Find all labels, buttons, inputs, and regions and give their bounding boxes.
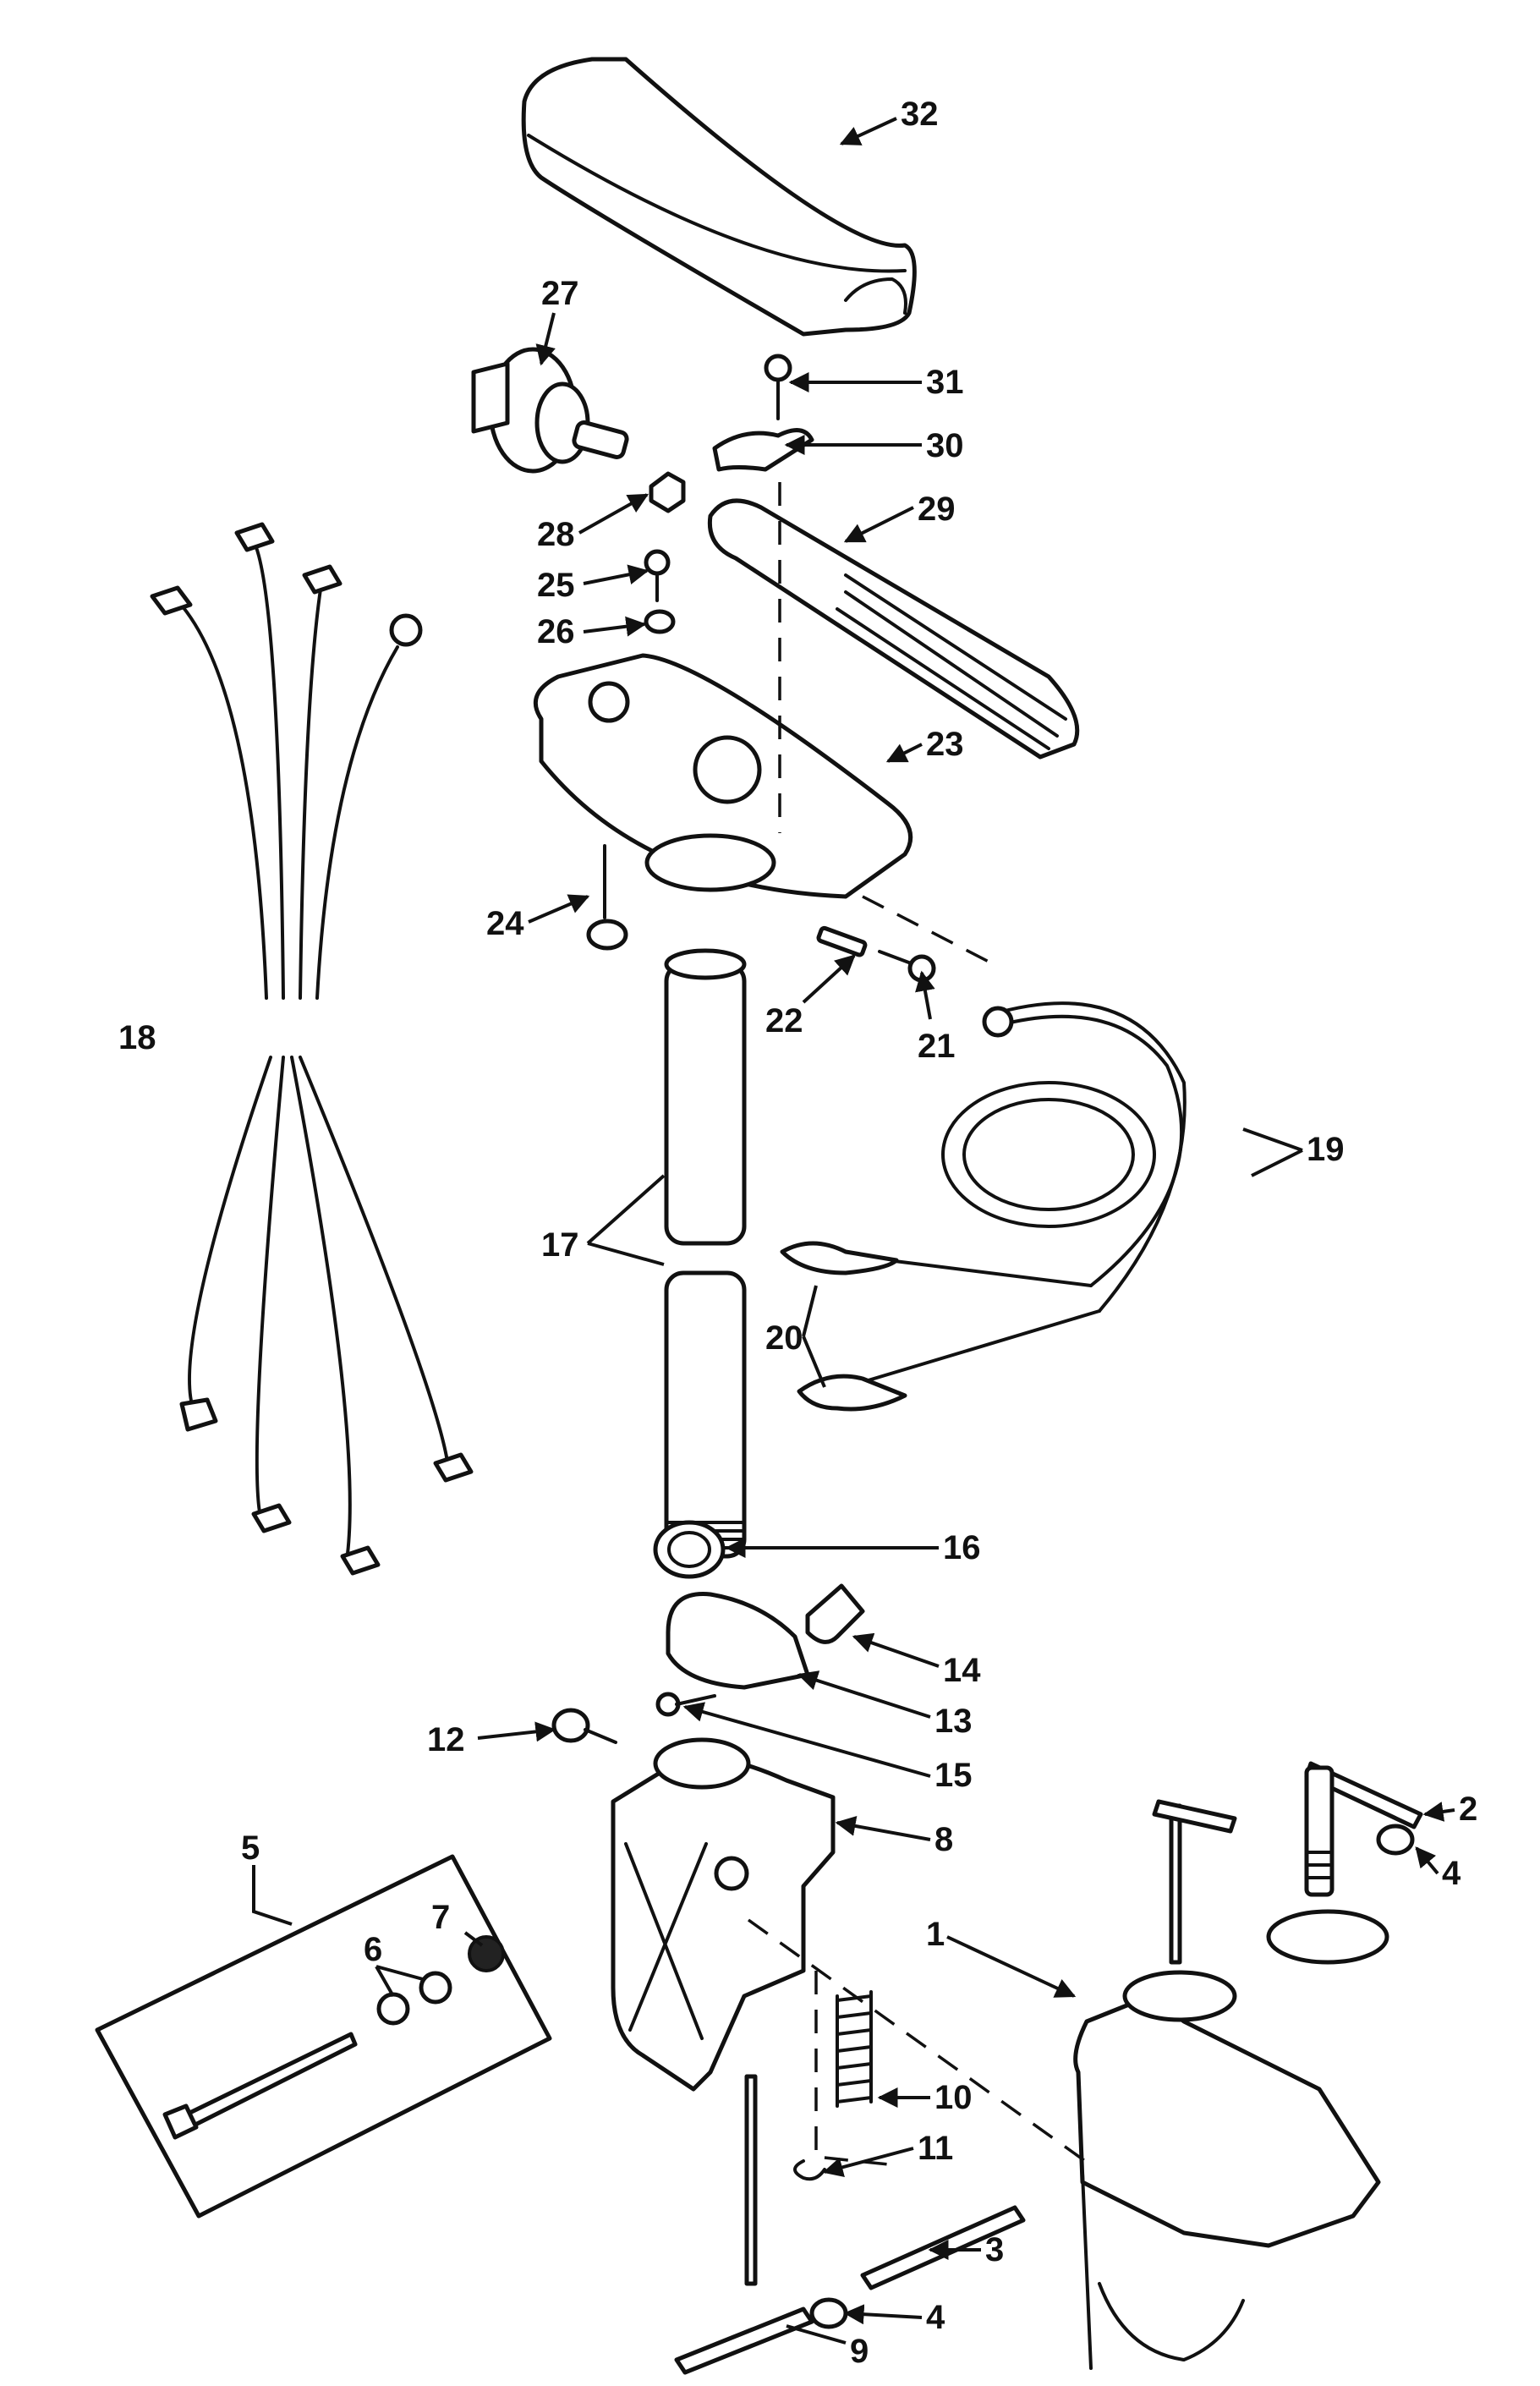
part-28-nut bbox=[649, 471, 686, 513]
part-19-battery-cable bbox=[941, 1001, 1187, 1313]
part-27-switch bbox=[471, 347, 629, 474]
part-5-bolt-kit bbox=[95, 1854, 552, 2219]
callout-16: 16 bbox=[943, 1529, 981, 1566]
part-24-screw bbox=[586, 844, 628, 951]
callout-22: 22 bbox=[765, 1002, 803, 1039]
part-21-screw bbox=[878, 950, 936, 983]
callout-9: 9 bbox=[850, 2333, 869, 2370]
part-8-bracket bbox=[611, 1737, 836, 2092]
callout-29: 29 bbox=[918, 491, 956, 528]
part-4-washer-lower bbox=[809, 2297, 848, 2329]
part-26-washer bbox=[644, 609, 676, 634]
part-10-spring bbox=[836, 1990, 873, 2108]
part-25-screw bbox=[644, 549, 671, 602]
callout-5: 5 bbox=[241, 1829, 260, 1867]
part-18-wiring-harness bbox=[150, 522, 474, 1576]
part-20-battery-clips bbox=[780, 1241, 1101, 1412]
part-14-knob bbox=[805, 1583, 865, 1644]
part-1-clamp-bracket bbox=[1073, 1799, 1381, 2370]
callout-17: 17 bbox=[541, 1226, 579, 1264]
part-2-clamp-screw bbox=[1266, 1761, 1423, 1965]
callout-labels: 32 27 31 30 29 28 25 26 23 24 22 21 18 1… bbox=[118, 96, 1477, 2370]
part-12-screw bbox=[551, 1708, 617, 1744]
alignment-lines bbox=[747, 482, 1093, 2167]
callout-31: 31 bbox=[926, 364, 964, 401]
callout-11: 11 bbox=[918, 2130, 953, 2167]
part-30-clamp bbox=[712, 428, 814, 472]
callout-2: 2 bbox=[1459, 1791, 1477, 1828]
callout-13: 13 bbox=[934, 1703, 973, 1740]
callout-8: 8 bbox=[934, 1821, 953, 1858]
callout-25: 25 bbox=[537, 567, 575, 604]
callout-21: 21 bbox=[918, 1028, 956, 1065]
callout-24: 24 bbox=[486, 905, 524, 942]
callout-12: 12 bbox=[427, 1721, 465, 1758]
callout-3: 3 bbox=[985, 2231, 1004, 2268]
callout-30: 30 bbox=[926, 427, 964, 464]
part-9-t-handle bbox=[674, 2074, 814, 2375]
callout-1: 1 bbox=[926, 1916, 945, 1953]
callout-18: 18 bbox=[118, 1019, 156, 1056]
part-22-pin bbox=[816, 925, 868, 957]
callout-32: 32 bbox=[901, 96, 939, 133]
part-15-screw bbox=[655, 1692, 716, 1717]
callout-4-lower: 4 bbox=[926, 2299, 945, 2336]
callout-20: 20 bbox=[765, 1319, 803, 1357]
callout-26: 26 bbox=[537, 613, 575, 650]
callout-14: 14 bbox=[943, 1652, 981, 1689]
part-16-ring bbox=[653, 1520, 726, 1579]
callout-28: 28 bbox=[537, 516, 575, 553]
callout-23: 23 bbox=[926, 726, 964, 763]
callout-6: 6 bbox=[364, 1931, 382, 1968]
part-32-pedal-cover bbox=[521, 57, 917, 337]
callout-19: 19 bbox=[1307, 1131, 1345, 1168]
part-17-shaft bbox=[664, 948, 747, 1559]
callout-7: 7 bbox=[431, 1899, 450, 1936]
part-11-clip bbox=[793, 2159, 826, 2181]
part-13-collar bbox=[666, 1592, 810, 1690]
part-4-washer-upper bbox=[1376, 1824, 1415, 1856]
callout-4-upper: 4 bbox=[1442, 1855, 1461, 1892]
callout-27: 27 bbox=[541, 275, 579, 312]
part-29-handle bbox=[707, 498, 1080, 760]
leader-lines bbox=[252, 117, 1455, 2345]
callout-15: 15 bbox=[934, 1757, 973, 1794]
part-23-pedal-base bbox=[533, 653, 913, 899]
part-31-screw bbox=[764, 354, 792, 420]
callout-10: 10 bbox=[934, 2079, 973, 2116]
